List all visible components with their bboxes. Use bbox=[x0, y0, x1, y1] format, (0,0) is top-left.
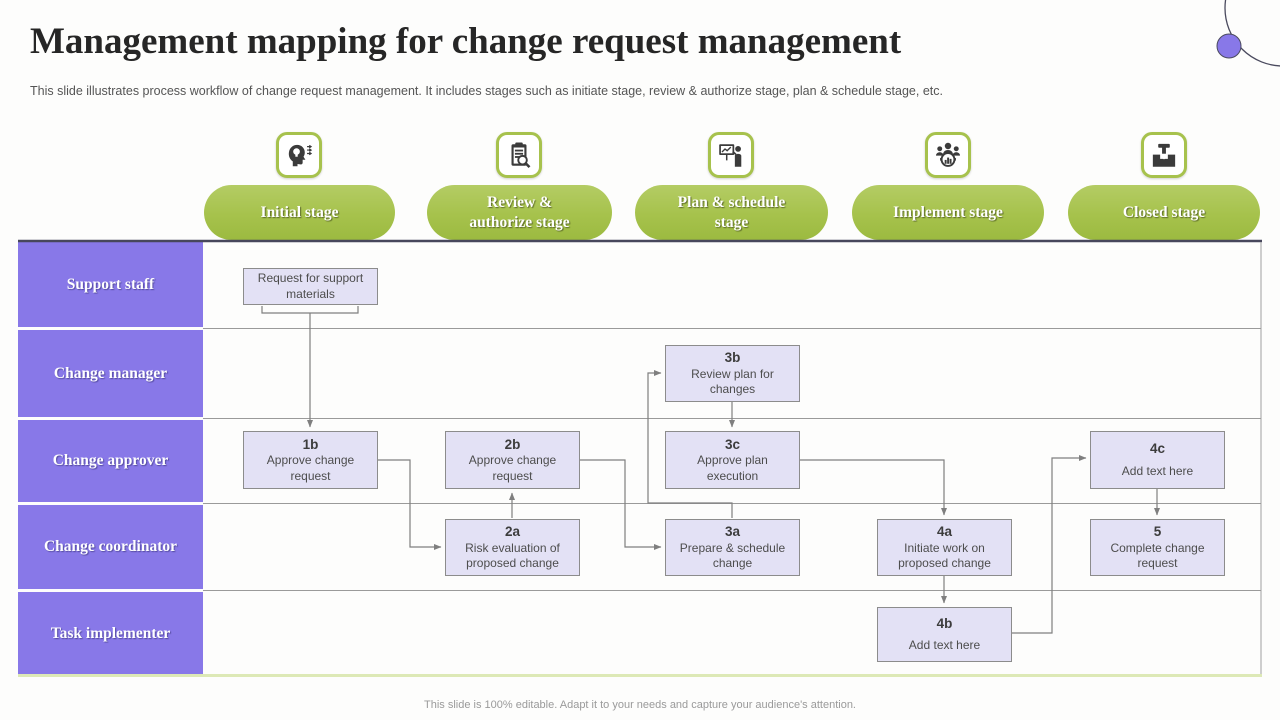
stage-pill-closed[interactable]: Closed stage bbox=[1068, 185, 1260, 240]
page-subtitle: This slide illustrates process workflow … bbox=[30, 84, 943, 98]
lane-change-approver[interactable]: Change approver bbox=[18, 420, 203, 502]
flow-node-text: Initiate work on proposed change bbox=[898, 540, 991, 571]
review-clipboard-icon[interactable] bbox=[496, 132, 542, 178]
flow-node-4c[interactable]: 4c Add text here bbox=[1090, 431, 1225, 489]
flow-node-text: Prepare & schedule change bbox=[679, 540, 786, 571]
flow-node-id: 4c bbox=[1149, 441, 1166, 457]
lane-label: Task implementer bbox=[50, 624, 171, 642]
plan-presentation-icon[interactable] bbox=[708, 132, 754, 178]
flow-node-text: Request for support materials bbox=[257, 271, 364, 301]
stage-pill-label: Initial stage bbox=[260, 203, 339, 221]
flow-node-request-support[interactable]: Request for support materials bbox=[243, 268, 378, 305]
lane-label: Change coordinator bbox=[43, 538, 178, 555]
page-title: Management mapping for change request ma… bbox=[30, 21, 902, 62]
closed-box-icon[interactable] bbox=[1141, 132, 1187, 178]
flow-node-text: Risk evaluation of proposed change bbox=[465, 540, 560, 571]
flow-node-text: Complete change request bbox=[1110, 540, 1205, 571]
flow-node-id: 4a bbox=[936, 524, 953, 540]
corner-circle-decoration bbox=[1216, 0, 1280, 67]
flow-node-text: Approve change request bbox=[266, 453, 355, 483]
lane-label: Change manager bbox=[53, 364, 168, 382]
slide-footer-note: This slide is 100% editable. Adapt it to… bbox=[424, 699, 856, 711]
flow-node-4a[interactable]: 4a Initiate work on proposed change bbox=[877, 519, 1012, 576]
stage-pill-review-authorize[interactable]: Review & authorize stage bbox=[427, 185, 612, 240]
flow-node-2b[interactable]: 2b Approve change request bbox=[445, 431, 580, 489]
flow-node-4b[interactable]: 4b Add text here bbox=[877, 607, 1012, 662]
stage-pill-label: Plan & schedule stage bbox=[677, 194, 786, 231]
flow-node-id: 2a bbox=[504, 524, 521, 540]
stage-pill-implement[interactable]: Implement stage bbox=[852, 185, 1044, 240]
flow-node-id: 3c bbox=[724, 436, 741, 452]
lane-support-staff[interactable]: Support staff bbox=[18, 242, 203, 327]
flow-node-text: Approve change request bbox=[468, 453, 557, 483]
flow-node-id: 3b bbox=[724, 350, 741, 366]
implement-team-icon[interactable] bbox=[925, 132, 971, 178]
flow-node-id: 3a bbox=[724, 524, 741, 540]
flow-node-text: Add text here bbox=[1121, 464, 1194, 479]
idea-head-icon[interactable] bbox=[276, 132, 322, 178]
flow-node-1b[interactable]: 1b Approve change request bbox=[243, 431, 378, 489]
flow-node-text: Add text here bbox=[908, 638, 981, 653]
flow-node-id: 2b bbox=[504, 436, 521, 452]
flow-node-text: Approve plan execution bbox=[697, 453, 768, 483]
stage-pill-label: Implement stage bbox=[893, 203, 1003, 221]
stage-pill-initial[interactable]: Initial stage bbox=[204, 185, 395, 240]
stage-pill-plan-schedule[interactable]: Plan & schedule stage bbox=[635, 185, 828, 240]
flow-node-3a[interactable]: 3a Prepare & schedule change bbox=[665, 519, 800, 576]
stage-pill-label: Closed stage bbox=[1122, 203, 1206, 221]
lane-change-manager[interactable]: Change manager bbox=[18, 330, 203, 417]
flow-node-id: 5 bbox=[1153, 524, 1162, 540]
flow-node-2a[interactable]: 2a Risk evaluation of proposed change bbox=[445, 519, 580, 576]
flow-node-3c[interactable]: 3c Approve plan execution bbox=[665, 431, 800, 489]
stage-pill-label: Review & authorize stage bbox=[469, 194, 570, 231]
lane-label: Support staff bbox=[66, 275, 155, 293]
flow-node-id: 1b bbox=[302, 436, 319, 452]
flow-node-text: Review plan for changes bbox=[691, 366, 774, 397]
lane-task-implementer[interactable]: Task implementer bbox=[18, 592, 203, 675]
flow-node-3b[interactable]: 3b Review plan for changes bbox=[665, 345, 800, 402]
lane-change-coordinator[interactable]: Change coordinator bbox=[18, 505, 203, 589]
flow-node-5[interactable]: 5 Complete change request bbox=[1090, 519, 1225, 576]
flow-node-id: 4b bbox=[936, 616, 953, 632]
lane-label: Change approver bbox=[52, 452, 169, 469]
